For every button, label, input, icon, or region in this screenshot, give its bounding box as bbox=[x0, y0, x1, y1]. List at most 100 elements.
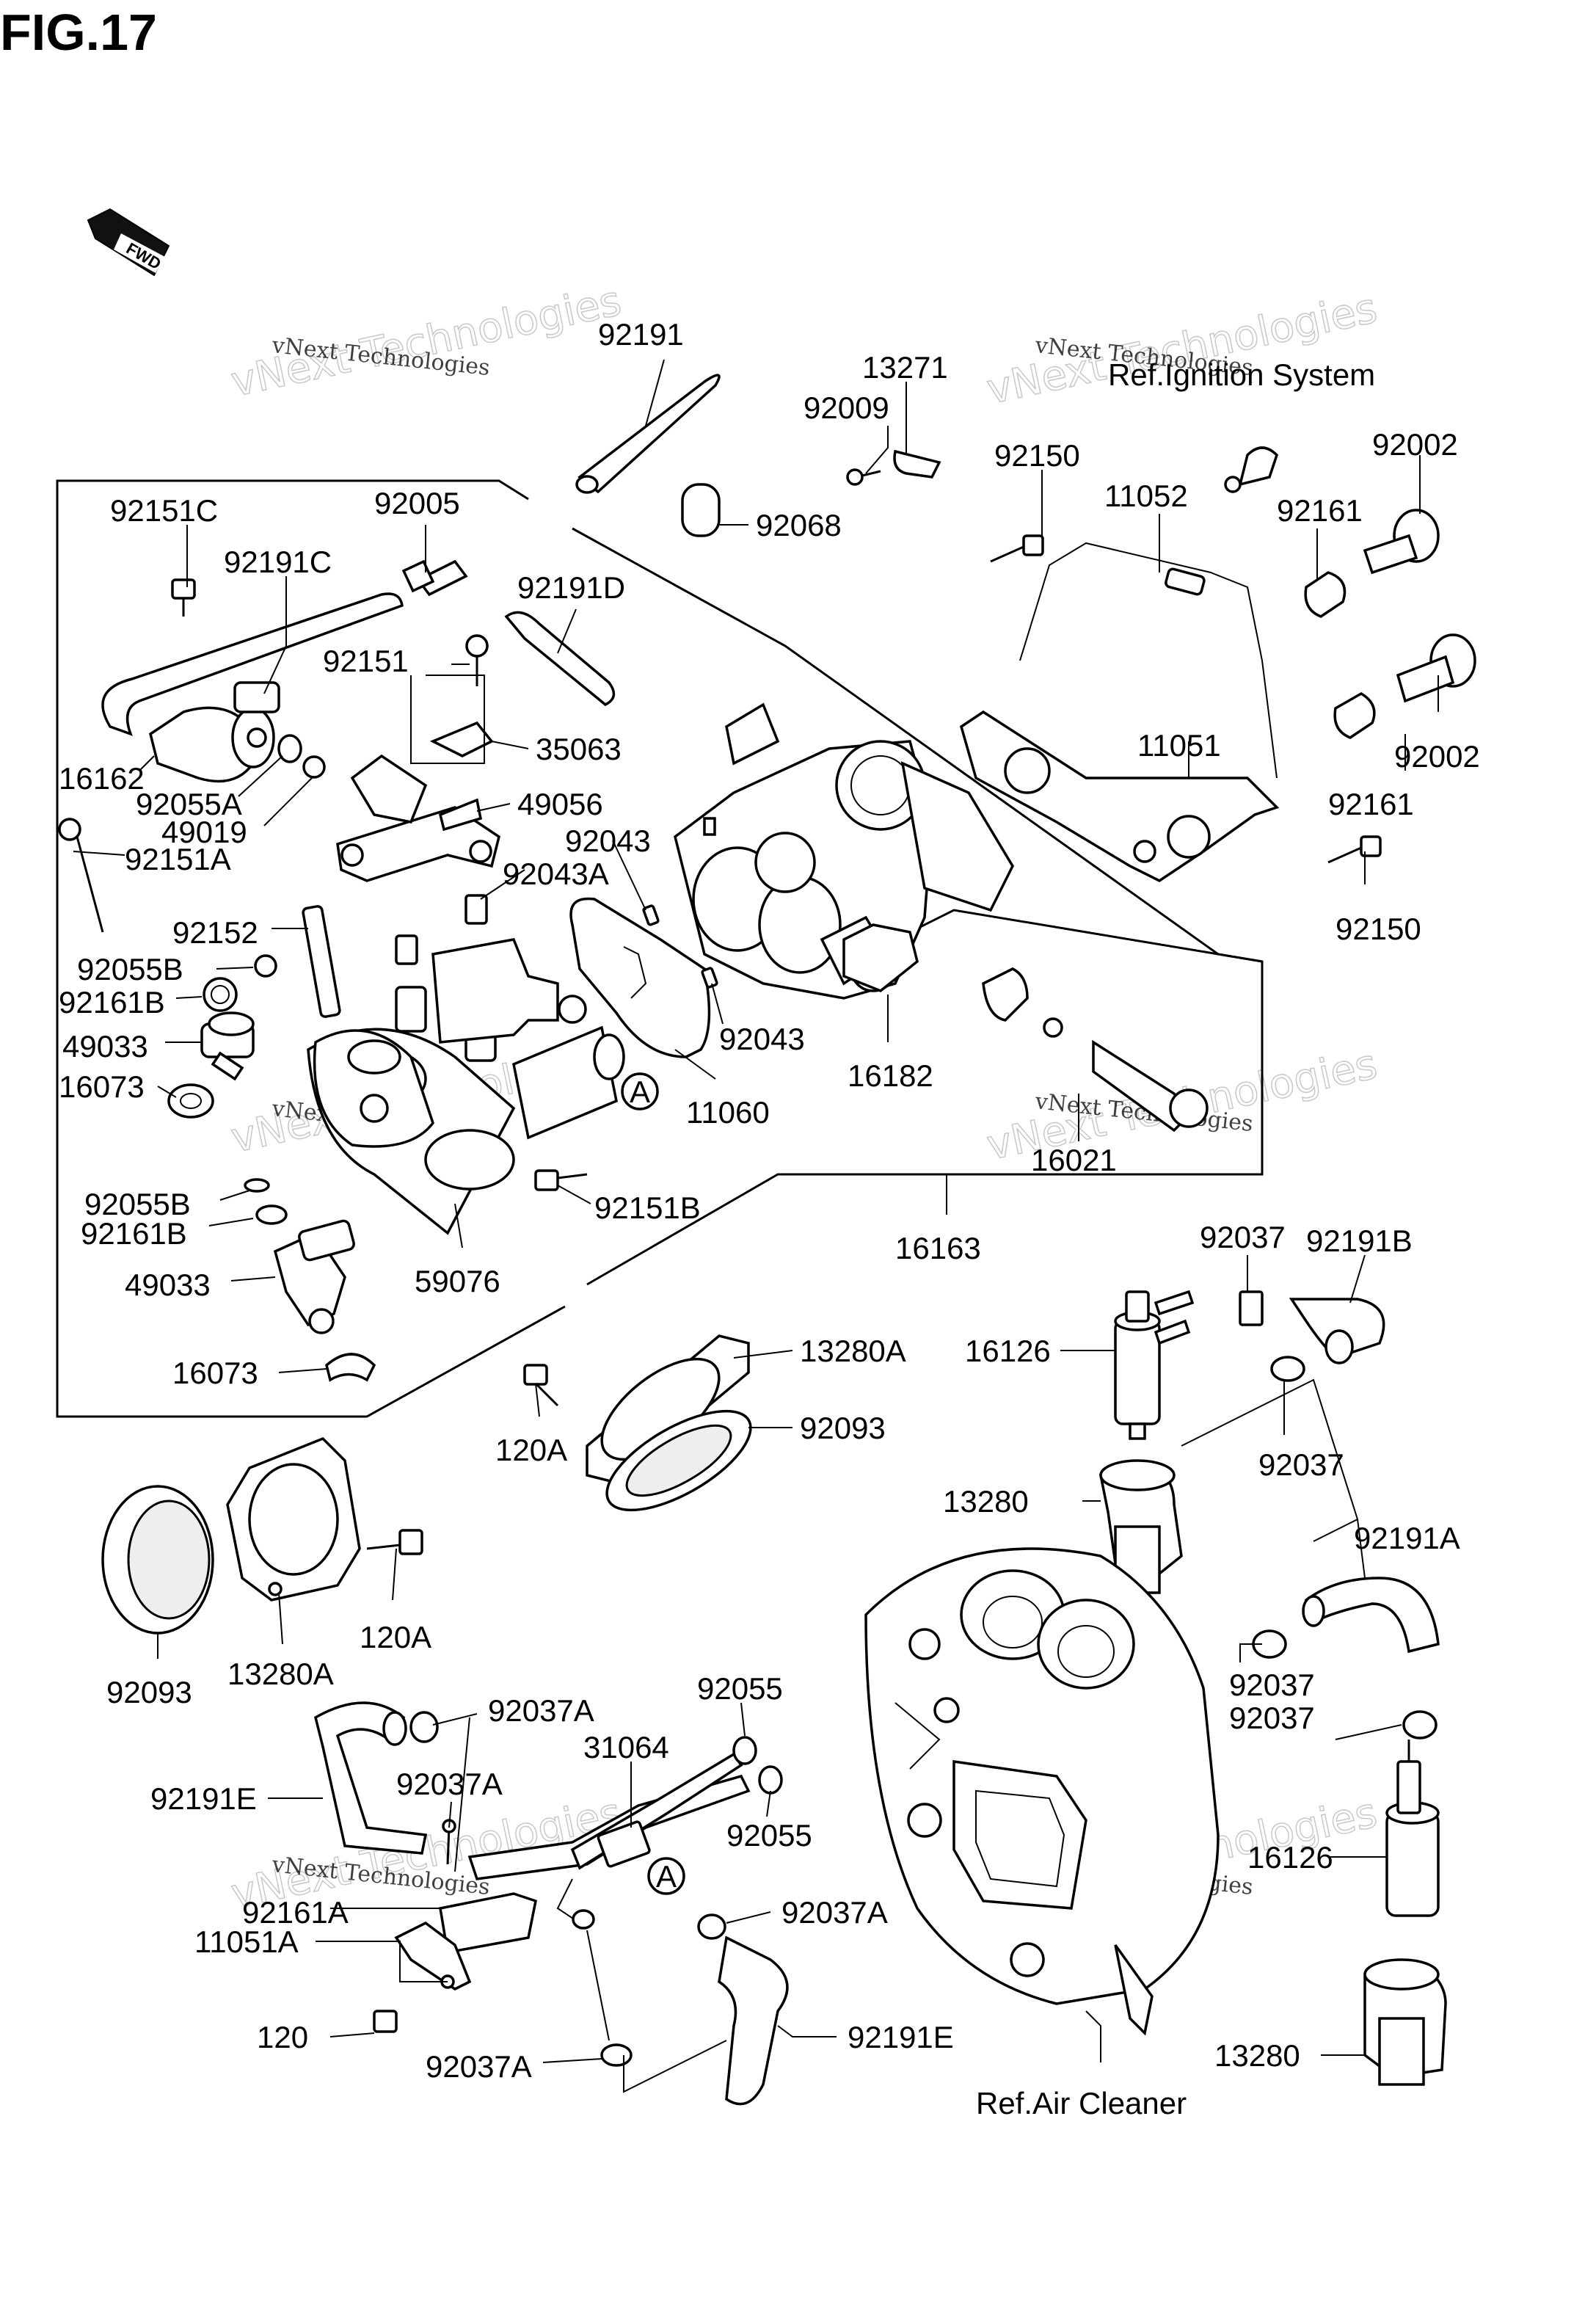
injector-bracket bbox=[431, 938, 587, 1044]
label-92191B: 92191B bbox=[1306, 1224, 1413, 1258]
label-92043A: 92043A bbox=[503, 857, 609, 891]
bolt-92150-upper bbox=[990, 534, 1044, 563]
label-92151B: 92151B bbox=[594, 1190, 701, 1225]
seal-92093-lower bbox=[101, 1485, 214, 1635]
bushing-92161-upper bbox=[1304, 571, 1347, 618]
plug-92068 bbox=[681, 483, 721, 537]
label-92009: 92009 bbox=[804, 390, 889, 425]
label-ref-air-cleaner: Ref.Air Cleaner bbox=[976, 2086, 1187, 2120]
label-92037A-d: 92037A bbox=[426, 2049, 532, 2084]
group-frames bbox=[56, 479, 1264, 1418]
label-13271: 13271 bbox=[862, 350, 948, 385]
label-92005: 92005 bbox=[374, 486, 460, 520]
label-92151C: 92151C bbox=[110, 493, 218, 528]
label-120: 120 bbox=[257, 2020, 308, 2054]
collar-92152 bbox=[302, 905, 341, 1018]
label-92150-top: 92150 bbox=[994, 438, 1080, 473]
label-13280A-bot: 13280A bbox=[227, 1657, 334, 1691]
screw-120A-upper bbox=[523, 1364, 559, 1407]
injector-holder bbox=[313, 1029, 434, 1148]
label-92191E-b: 92191E bbox=[848, 2020, 954, 2054]
clamp-92037-mid bbox=[1270, 1356, 1305, 1382]
label-49033-b: 49033 bbox=[125, 1268, 211, 1302]
callout-a-lower: A bbox=[647, 1857, 685, 1895]
label-35063: 35063 bbox=[536, 732, 622, 766]
bracket-11051 bbox=[959, 710, 1280, 883]
label-92002-mid: 92002 bbox=[1394, 739, 1480, 774]
clamp-ignition bbox=[1224, 446, 1279, 493]
fwd-arrow-icon: FWD bbox=[87, 208, 170, 277]
label-120A-bot: 120A bbox=[360, 1620, 431, 1654]
screw-92151C bbox=[171, 578, 196, 617]
screw-92009 bbox=[846, 468, 881, 486]
label-92037-b1: 92037 bbox=[1229, 1668, 1315, 1702]
label-92037A-b: 92037A bbox=[396, 1767, 503, 1801]
label-92055B-b: 92055B bbox=[84, 1187, 191, 1221]
leader-lines bbox=[73, 359, 1439, 2093]
label-49056: 49056 bbox=[517, 787, 603, 821]
label-92161B-b: 92161B bbox=[81, 1216, 187, 1251]
clamp-92037-right-b bbox=[1402, 1710, 1438, 1740]
screw-120 bbox=[373, 2010, 398, 2033]
regulator-16126-lower bbox=[1385, 1740, 1440, 1917]
screw-92151 bbox=[465, 634, 489, 686]
part-labels: 92191 13271 92009 Ref.Ignition System 92… bbox=[59, 317, 1480, 2120]
label-92191D: 92191D bbox=[517, 570, 625, 605]
label-11051: 11051 bbox=[1137, 728, 1221, 763]
callout-a-upper: A bbox=[621, 1072, 659, 1110]
label-59076: 59076 bbox=[415, 1264, 500, 1298]
cap-49019 bbox=[302, 755, 326, 779]
label-92151: 92151 bbox=[323, 644, 409, 678]
label-92161A: 92161A bbox=[242, 1895, 349, 1930]
label-31064: 31064 bbox=[583, 1730, 669, 1764]
bolt-92151A bbox=[58, 818, 104, 933]
clamp-92037A-lower-a bbox=[697, 1913, 726, 1940]
figure-title: FIG.17 bbox=[0, 4, 157, 61]
bolt-92150-lower bbox=[1327, 835, 1382, 864]
isc-16021 bbox=[982, 967, 1209, 1133]
label-92068: 92068 bbox=[756, 508, 842, 542]
oring-92161B-lower bbox=[255, 1204, 288, 1225]
label-92055-b: 92055 bbox=[726, 1818, 812, 1853]
label-92055B-a: 92055B bbox=[77, 952, 183, 986]
oring-92161B-upper bbox=[203, 977, 238, 1012]
plenum-housing bbox=[864, 1547, 1220, 2036]
label-120A-top: 120A bbox=[495, 1433, 567, 1467]
label-92037A-c: 92037A bbox=[781, 1895, 888, 1930]
clamp-92037-upper bbox=[1239, 1290, 1264, 1326]
label-11060: 11060 bbox=[686, 1095, 770, 1130]
label-92002-top: 92002 bbox=[1372, 427, 1458, 462]
screw-92151B bbox=[534, 1169, 588, 1191]
pipe-49056 bbox=[336, 754, 500, 882]
label-92151A: 92151A bbox=[125, 842, 231, 876]
oring-92055A bbox=[277, 734, 302, 763]
label-92161-mid: 92161 bbox=[1328, 787, 1414, 821]
bushing-92161-lower bbox=[1333, 691, 1376, 739]
label-92037-mid: 92037 bbox=[1258, 1447, 1344, 1482]
label-92055-a: 92055 bbox=[697, 1671, 783, 1706]
label-13280A-top: 13280A bbox=[800, 1334, 906, 1368]
hose-92191E-upper bbox=[313, 1701, 428, 1855]
regulator-16126-upper bbox=[1114, 1290, 1195, 1440]
stay-11052 bbox=[1019, 542, 1278, 779]
label-92191E-a: 92191E bbox=[150, 1781, 257, 1816]
label-92152: 92152 bbox=[172, 915, 258, 950]
label-11052: 11052 bbox=[1104, 479, 1188, 513]
label-16163: 16163 bbox=[895, 1231, 981, 1265]
pipe-31064 bbox=[467, 1752, 751, 1930]
callout-a-lower-label: A bbox=[656, 1859, 677, 1894]
label-16073-b: 16073 bbox=[172, 1356, 258, 1390]
label-92037A-a: 92037A bbox=[488, 1693, 594, 1728]
bolt-92002-lower bbox=[1396, 633, 1476, 703]
label-92043-a: 92043 bbox=[565, 824, 651, 858]
label-49033-a: 49033 bbox=[62, 1029, 148, 1064]
seal-16073-upper bbox=[167, 1083, 214, 1119]
clamp-92037A-upper bbox=[409, 1711, 439, 1743]
label-92191C: 92191C bbox=[224, 545, 332, 579]
seal-16073-lower bbox=[325, 1353, 376, 1382]
holder-13280-lower bbox=[1363, 1958, 1447, 2086]
label-11051A: 11051A bbox=[194, 1924, 299, 1959]
valve-16162 bbox=[149, 681, 280, 783]
label-16126-bot: 16126 bbox=[1247, 1840, 1333, 1875]
hose-92191A bbox=[1302, 1577, 1440, 1654]
